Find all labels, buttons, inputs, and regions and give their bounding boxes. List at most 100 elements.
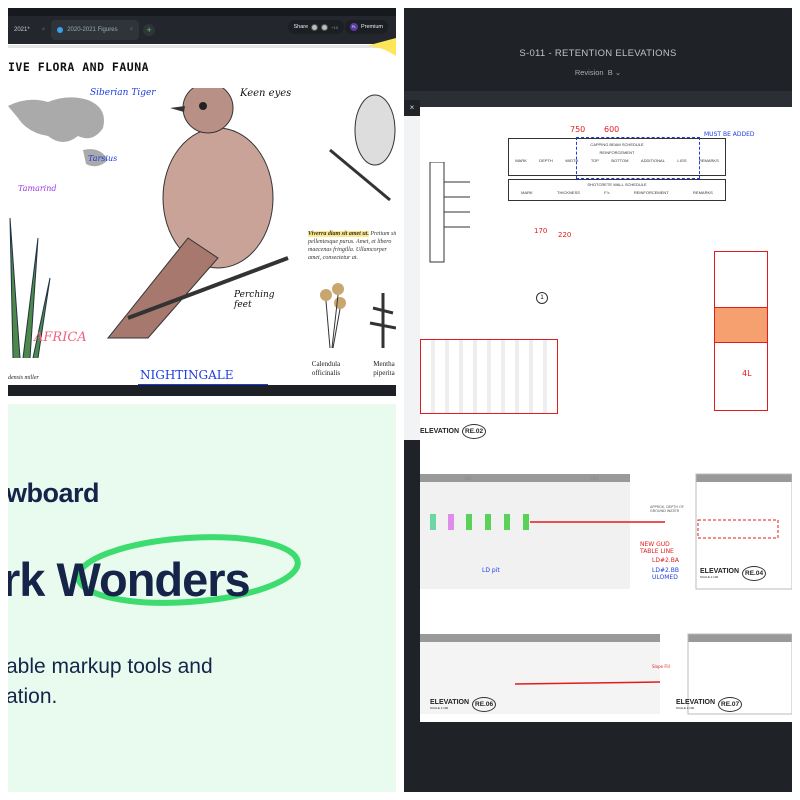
annotation-tarsius: Tarsius [88, 154, 118, 163]
markup-slope-fill[interactable]: Slope Fill [652, 664, 670, 669]
elevation-title: ELEVATION [700, 568, 740, 575]
drawing-sheet[interactable]: CAPPING BEAM SCHEDULE REINFORCEMENT MARK… [420, 107, 792, 722]
viewer-toolbar [404, 91, 792, 107]
subheadline-line: ation. [8, 685, 58, 708]
highlighted-text: Viverra diam sit amet ut. [308, 231, 369, 237]
body-paragraph: Viverra diam sit amet ut. Pretium sit pe… [308, 230, 396, 262]
highlight-ellipse [75, 534, 301, 606]
subheadline: able markup tools and ation. [8, 652, 213, 712]
markup-ld-bb[interactable]: LD#2.BB ULOMED [652, 567, 679, 581]
close-icon[interactable]: × [404, 100, 420, 116]
col-header: MARK [515, 158, 527, 163]
capping-beam-schedule: CAPPING BEAM SCHEDULE REINFORCEMENT MARK… [508, 138, 726, 176]
plants-illustration [320, 283, 396, 349]
col-header: BOTTOM [611, 158, 629, 163]
annotation-tamarind: Tamarind [18, 184, 57, 193]
col-header: REMARKS [693, 190, 713, 195]
revision-label: Revision [574, 68, 604, 77]
markup-ld-pit[interactable]: LD pit [482, 567, 500, 574]
schedule-title: CAPPING BEAM SCHEDULE [590, 142, 644, 147]
col-header: TOP [590, 158, 599, 163]
col-header: REMARKS [698, 158, 719, 163]
avatar [321, 23, 329, 31]
chevron-down-icon: ⌄ [614, 68, 622, 77]
close-tab-icon[interactable]: × [129, 27, 134, 33]
tab-2021[interactable]: 2021*× [8, 20, 51, 40]
revision-dropdown[interactable]: Revision B ⌄ [404, 68, 792, 77]
pile-detail-drawing [429, 162, 470, 263]
markup-170[interactable]: 170 [534, 227, 548, 235]
col-header: MARK [521, 190, 533, 195]
markup-600[interactable]: 600 [604, 125, 620, 134]
subheadline-line: able markup tools and [8, 655, 213, 678]
col-header: F'c [604, 190, 610, 195]
premium-label: Premium [360, 24, 383, 30]
caption-calendula: Calendula officinalis [311, 360, 341, 377]
board-icon [57, 27, 64, 33]
grid-ref: 1 [536, 292, 548, 304]
elevation-scale: SCALE 1:100 [430, 706, 449, 710]
tab-figures[interactable]: 2020-2021 Figures × [51, 20, 140, 40]
annotation-siberian-tiger: Siberian Tiger [90, 88, 156, 98]
shotcrete-wall-schedule: SHOTCRETE WALL SCHEDULE MARK THICKNESS F'c… [508, 179, 726, 201]
brand-name: wboard [8, 478, 100, 508]
aloe-plant-illustration [9, 217, 51, 358]
headline: rk Wonders [8, 553, 251, 606]
schedule-subheader: REINFORCEMENT [599, 150, 635, 155]
tab-label: 2020-2021 Figures [67, 27, 118, 33]
new-tab-button[interactable]: + [143, 24, 156, 36]
elevations-drawing [420, 473, 792, 715]
avatar [311, 23, 319, 31]
share-button[interactable]: Share +10 [287, 20, 344, 34]
caption-mentha: Mentha piperita [373, 360, 395, 377]
markup-must-be-added[interactable]: MUST BE ADDED [704, 131, 755, 138]
col-header: THICKNESS [557, 190, 580, 195]
world-map [8, 97, 108, 167]
col-header: DEPTH [539, 158, 553, 163]
share-label: Share [293, 24, 309, 30]
schedule-header-row: MARK THICKNESS F'c REINFORCEMENT REMARKS [509, 190, 725, 195]
schedule-title: SHOTCRETE WALL SCHEDULE [587, 182, 647, 187]
markup-new-table-line[interactable]: NEW GUD TABLE LINE [640, 541, 674, 555]
title-bar [8, 8, 396, 16]
sidebar-panel [404, 100, 420, 440]
elevation-ref: RE.02 [462, 424, 487, 439]
markup-220[interactable]: 220 [558, 231, 572, 239]
elevation-title: ELEVATION [676, 699, 716, 706]
drawing-viewer-panel: S-011 - RETENTION ELEVATIONS Revision B … [404, 8, 792, 792]
annotation-africa: AFRICA [34, 330, 87, 345]
annotation-keen-eyes: Keen eyes [240, 88, 292, 99]
revision-value: B [607, 68, 613, 77]
elevation-ref: RE.06 [472, 697, 497, 712]
elevation-ref: RE.07 [718, 697, 743, 712]
markup-750[interactable]: 750 [570, 125, 586, 134]
beam-label-cb1: CB1 [464, 476, 473, 481]
groundwater-note: APPROX. DEPTH OF GROUND WATER [650, 505, 684, 513]
bottom-toolbar [8, 385, 396, 396]
collaborator-count: +10 [331, 24, 338, 30]
close-tab-icon[interactable]: × [41, 27, 46, 33]
elevation-re01-markup[interactable] [420, 339, 558, 414]
divider [8, 45, 396, 48]
markup-height[interactable]: 4L [742, 369, 752, 378]
col-header: ADDITIONAL [640, 158, 665, 163]
markup-ld-ba[interactable]: LD#2.BA [652, 557, 679, 564]
col-header: WIDTH [565, 158, 579, 163]
bird-sketch-illustration [329, 94, 396, 202]
annotation-perching-feet: Perching feet [234, 290, 275, 310]
underline-stroke [138, 384, 268, 386]
caption-aloe: densis miller [8, 375, 39, 381]
cloud-markup[interactable] [576, 137, 700, 179]
col-header: REINFORCEMENT [633, 190, 669, 195]
elevation-ref: RE.04 [742, 566, 767, 581]
hatched-capping-beam [714, 307, 768, 343]
